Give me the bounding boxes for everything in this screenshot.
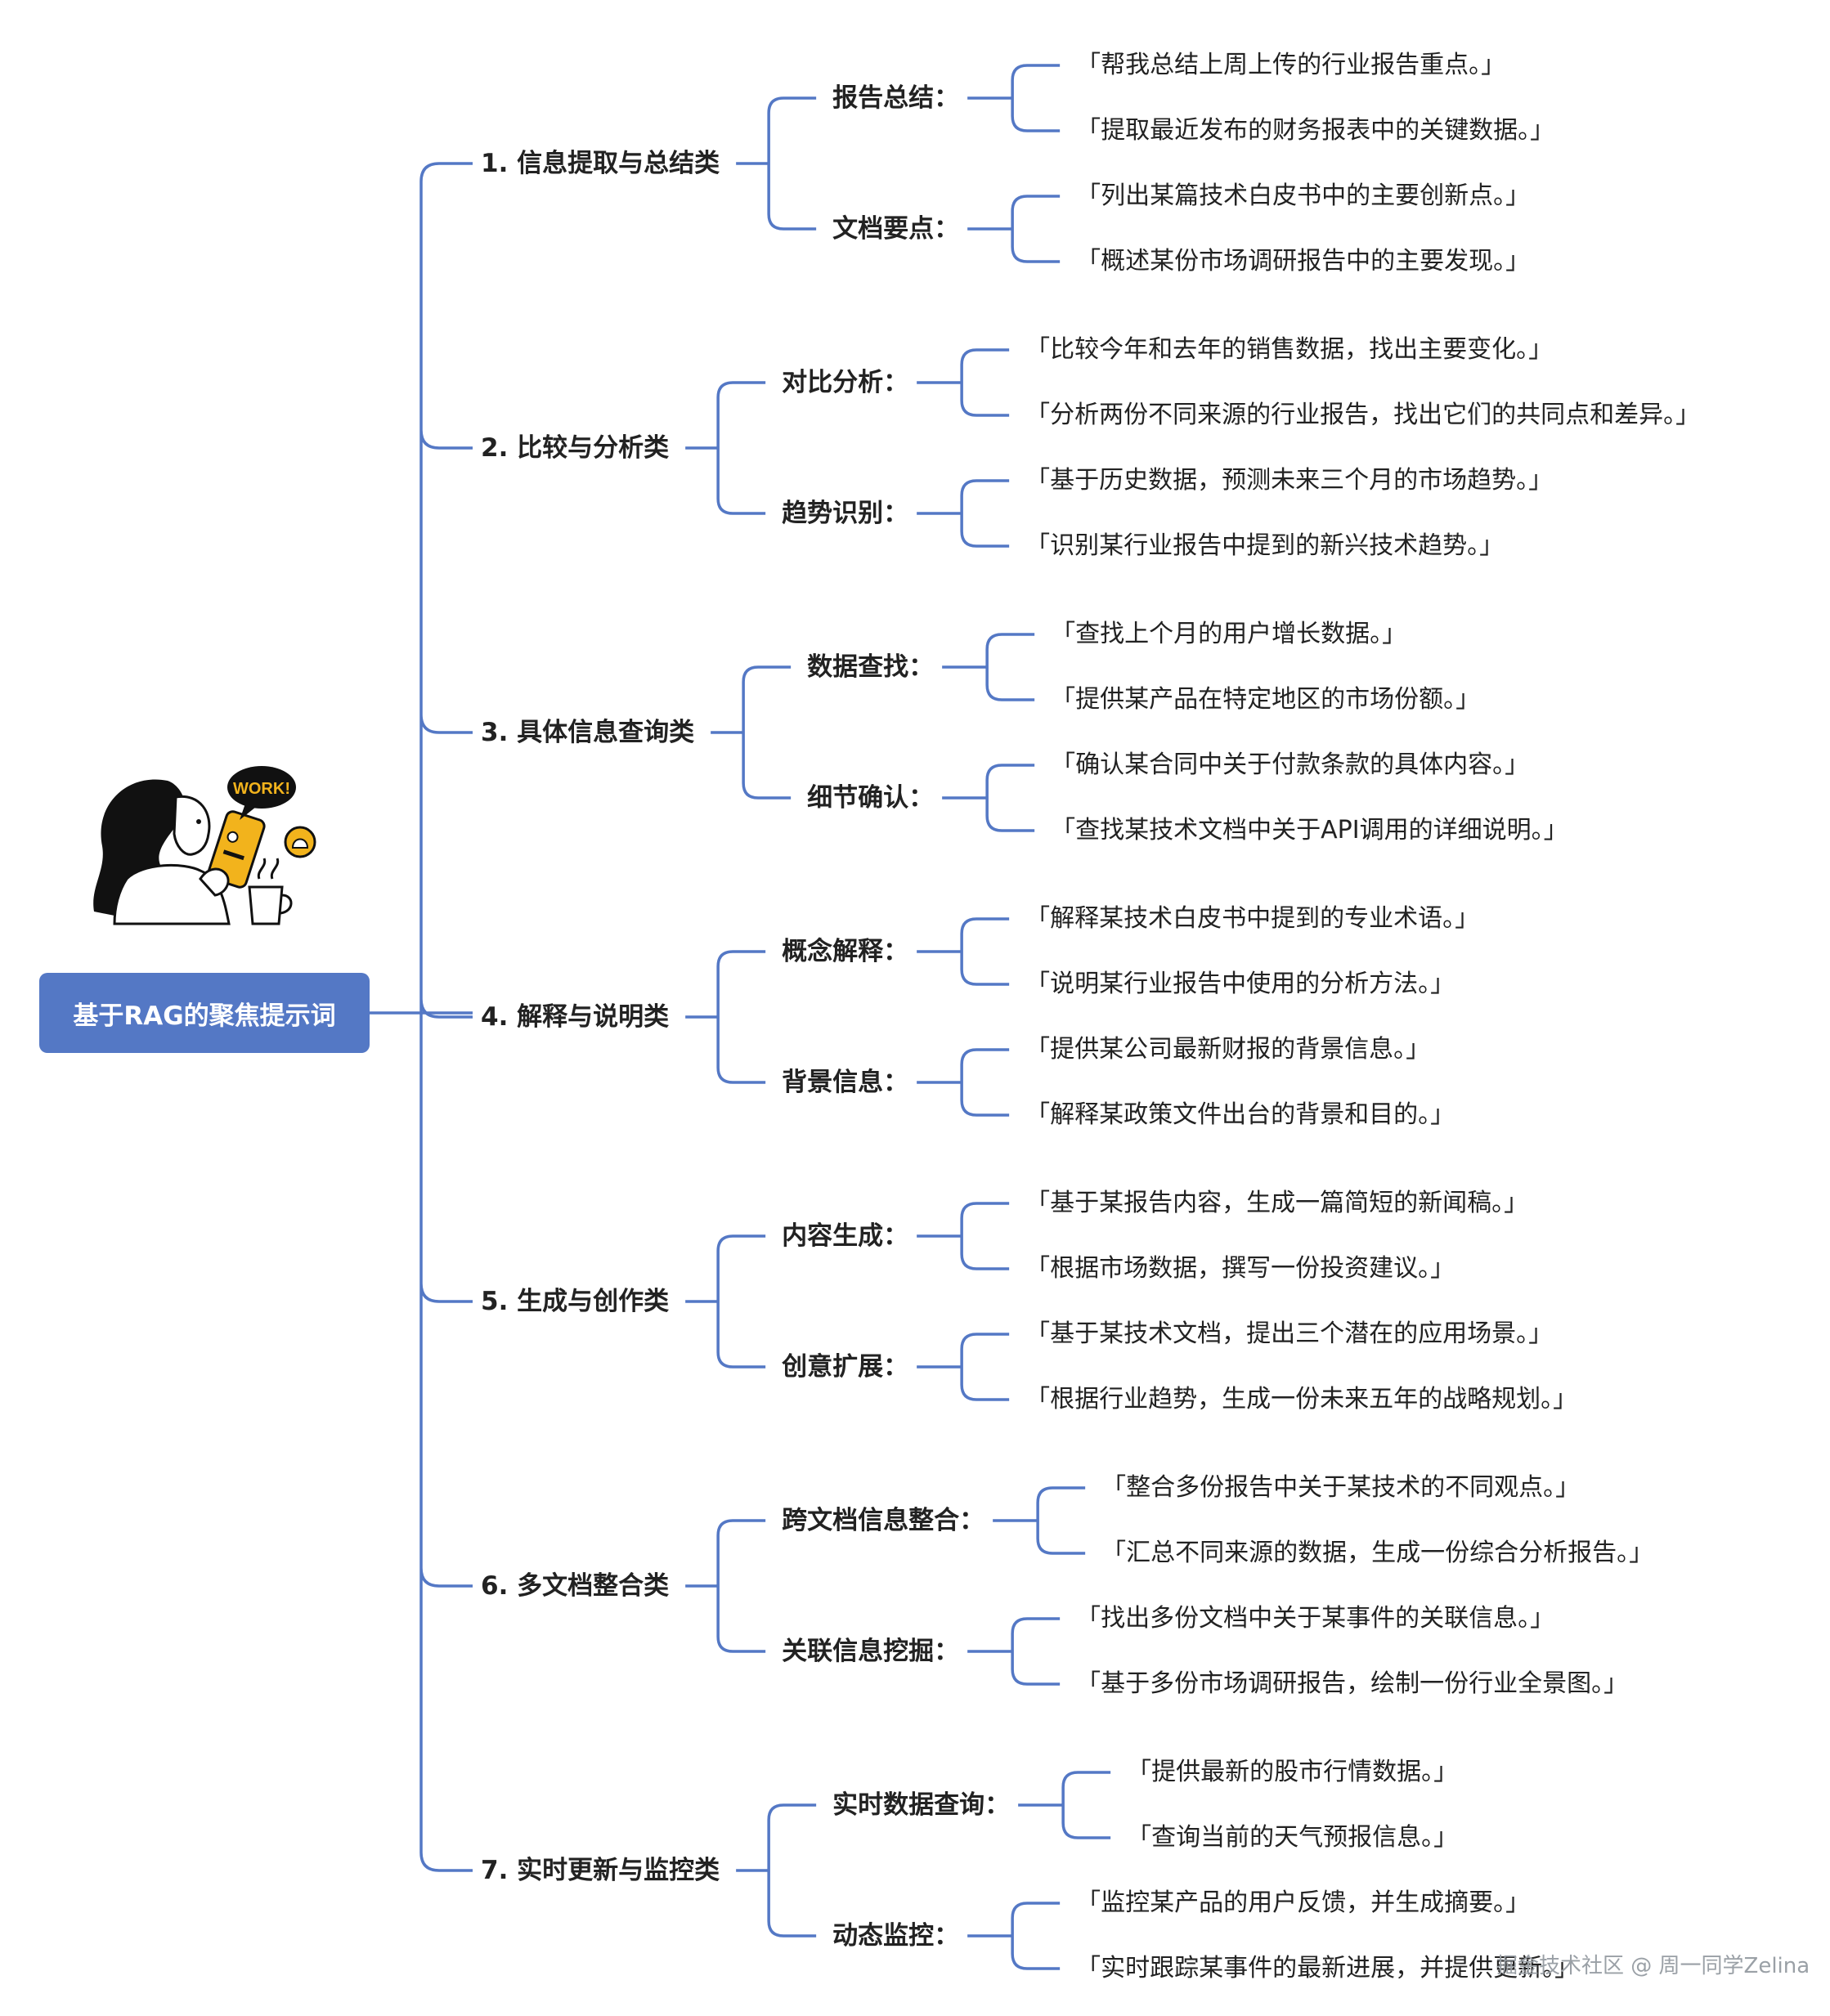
category-node: 7. 实时更新与监控类 [481,1856,720,1885]
leaf-node: 「分析两份不同来源的行业报告，找出它们的共同点和差异。」 [1025,401,1701,429]
category-node: 4. 解释与说明类 [481,1002,670,1032]
leaf-node: 「基于多份市场调研报告，绘制一份行业全景图。」 [1076,1669,1629,1698]
leaf-bracket [1036,1486,1086,1555]
leaf-bracket [960,917,1010,986]
sub-bracket [767,96,817,231]
subcategory-node: 趋势识别： [782,499,909,528]
leaf-node: 「监控某产品的用户反馈，并生成摘要。」 [1076,1888,1531,1917]
leaf-node: 「提供最新的股市行情数据。」 [1127,1758,1459,1786]
subcategory-node: 关联信息挖掘： [782,1637,960,1666]
leaf-node: 「比较今年和去年的销售数据，找出主要变化。」 [1025,335,1554,364]
leaf-bracket [960,1048,1010,1117]
leaf-bracket [1011,1902,1061,1970]
leaf-node: 「帮我总结上周上传的行业报告重点。」 [1076,51,1506,79]
category-node: 1. 信息提取与总结类 [481,149,720,178]
subcategory-node: 动态监控： [832,1921,960,1951]
leaf-bracket [1011,64,1061,132]
category-node: 6. 多文档整合类 [481,1571,670,1601]
leaf-node: 「整合多份报告中关于某技术的不同观点。」 [1101,1473,1581,1502]
sub-bracket [716,1519,766,1653]
sub-bracket [767,1803,817,1938]
subcategory-node: 跨文档信息整合： [782,1506,985,1535]
leaf-node: 「根据行业趋势，生成一份未来五年的战略规划。」 [1025,1385,1578,1413]
leaf-node: 「根据市场数据，撰写一份投资建议。」 [1025,1254,1455,1283]
category-node: 3. 具体信息查询类 [481,718,695,747]
leaf-node: 「识别某行业报告中提到的新兴技术趋势。」 [1025,531,1505,560]
sub-bracket [716,1234,766,1369]
leaf-bracket [1011,195,1061,263]
leaf-node: 「解释某政策文件出台的背景和目的。」 [1025,1100,1455,1129]
leaf-node: 「提供某公司最新财报的背景信息。」 [1025,1035,1431,1064]
leaf-node: 「确认某合同中关于付款条款的具体内容。」 [1051,750,1530,779]
subcategory-node: 概念解释： [782,937,909,966]
leaf-bracket [1011,1617,1061,1686]
leaf-node: 「查找某技术文档中关于API调用的详细说明。」 [1051,816,1568,844]
subcategory-node: 内容生成： [782,1221,909,1251]
subcategory-node: 创意扩展： [782,1352,909,1382]
bubble-text: WORK! [233,780,290,798]
bell-icon [284,826,316,858]
leaf-bracket [1061,1771,1111,1839]
sub-bracket [742,665,792,800]
leaf-bracket [960,479,1010,548]
leaf-node: 「查询当前的天气预报信息。」 [1127,1823,1459,1852]
leaf-bracket [960,1202,1010,1270]
subcategory-node: 实时数据查询： [832,1790,1011,1820]
subcategory-node: 细节确认： [807,783,935,813]
leaf-node: 「找出多份文档中关于某事件的关联信息。」 [1076,1604,1555,1633]
root-label: 基于RAG的聚焦提示词 [73,1001,336,1031]
subcategory-node: 数据查找： [807,652,935,682]
subcategory-node: 报告总结： [832,83,960,113]
watermark: 掘金技术社区 @ 周一同学Zelina [1496,1954,1810,1978]
sub-bracket [716,381,766,515]
leaf-node: 「提取最近发布的财务报表中的关键数据。」 [1076,116,1555,145]
leaf-node: 「提供某产品在特定地区的市场份额。」 [1051,685,1481,714]
category-node: 2. 比较与分析类 [481,433,670,463]
subcategory-node: 对比分析： [782,368,909,397]
root-node: 基于RAG的聚焦提示词 [39,973,370,1053]
subcategory-node: 背景信息： [782,1068,909,1097]
sub-bracket [716,950,766,1084]
leaf-node: 「查找上个月的用户增长数据。」 [1051,620,1407,648]
leaf-node: 「概述某份市场调研报告中的主要发现。」 [1076,247,1531,276]
leaf-bracket [985,633,1035,701]
subcategory-node: 文档要点： [832,214,960,244]
leaf-node: 「列出某篇技术白皮书中的主要创新点。」 [1076,181,1531,210]
category-node: 5. 生成与创作类 [481,1287,670,1316]
trunk-connector [419,162,473,1872]
coffee-cup-icon [248,858,293,925]
leaf-node: 「基于某报告内容，生成一篇简短的新闻稿。」 [1025,1189,1529,1217]
leaf-bracket [960,348,1010,417]
leaf-bracket [985,764,1035,832]
leaf-node: 「实时跟踪某事件的最新进展，并提供更新。」 [1076,1954,1580,1982]
leaf-node: 「基于某技术文档，提出三个潜在的应用场景。」 [1025,1319,1554,1348]
leaf-node: 「汇总不同来源的数据，生成一份综合分析报告。」 [1101,1539,1654,1567]
leaf-node: 「解释某技术白皮书中提到的专业术语。」 [1025,904,1480,933]
leaf-node: 「说明某行业报告中使用的分析方法。」 [1025,970,1455,998]
leaf-node: 「基于历史数据，预测未来三个月的市场趋势。」 [1025,466,1554,495]
leaf-bracket [960,1333,1010,1401]
woman-with-phone-icon: WORK! [93,766,316,925]
